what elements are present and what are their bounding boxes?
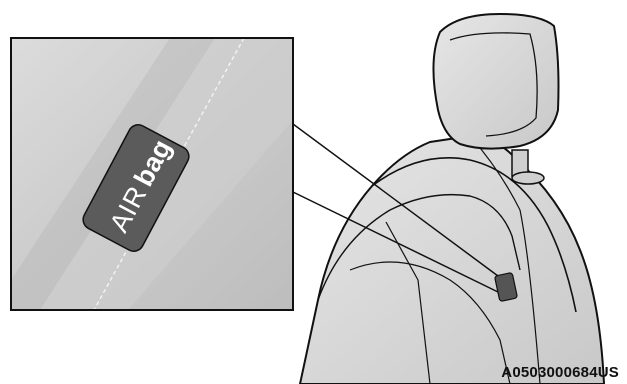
seat-drawing <box>300 14 604 384</box>
headrest-post-collar <box>512 172 544 184</box>
headrest <box>433 14 558 149</box>
figure-code: A0503000684US <box>501 364 619 381</box>
seatback <box>300 136 604 384</box>
detail-panel: AIR bag <box>11 38 293 310</box>
